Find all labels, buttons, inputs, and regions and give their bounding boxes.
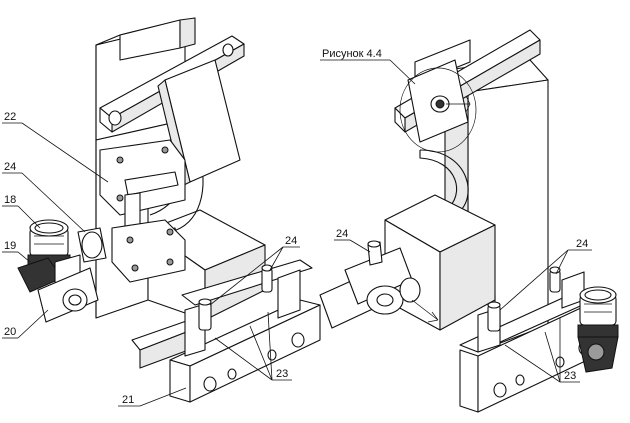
left-adjusters — [198, 264, 273, 331]
label-21: 21 — [122, 394, 134, 406]
label-20: 20 — [4, 326, 16, 338]
label-23-right: 23 — [564, 370, 576, 382]
left-assembly — [17, 17, 321, 403]
part-labels: 22 24 18 19 20 24 23 21 Рисунок 4.4 24 2… — [4, 48, 588, 406]
label-23-left: 23 — [276, 368, 288, 380]
label-19: 19 — [4, 240, 16, 252]
left-jaw-plates — [99, 139, 186, 283]
label-24-right-pair: 24 — [576, 238, 588, 250]
label-22: 22 — [4, 111, 16, 123]
label-24-right-side: 24 — [336, 228, 348, 240]
left-shaft-housing — [37, 227, 107, 323]
right-top-bracket — [399, 39, 477, 153]
label-24-left-pair: 24 — [285, 235, 297, 247]
right-motor — [577, 286, 619, 373]
right-assembly — [319, 29, 619, 413]
figure-caption: Рисунок 4.4 — [322, 48, 382, 60]
right-shaft-housing — [319, 240, 439, 329]
leader-lines — [2, 59, 592, 407]
label-24-left-upper: 24 — [4, 161, 16, 173]
label-18: 18 — [4, 194, 16, 206]
